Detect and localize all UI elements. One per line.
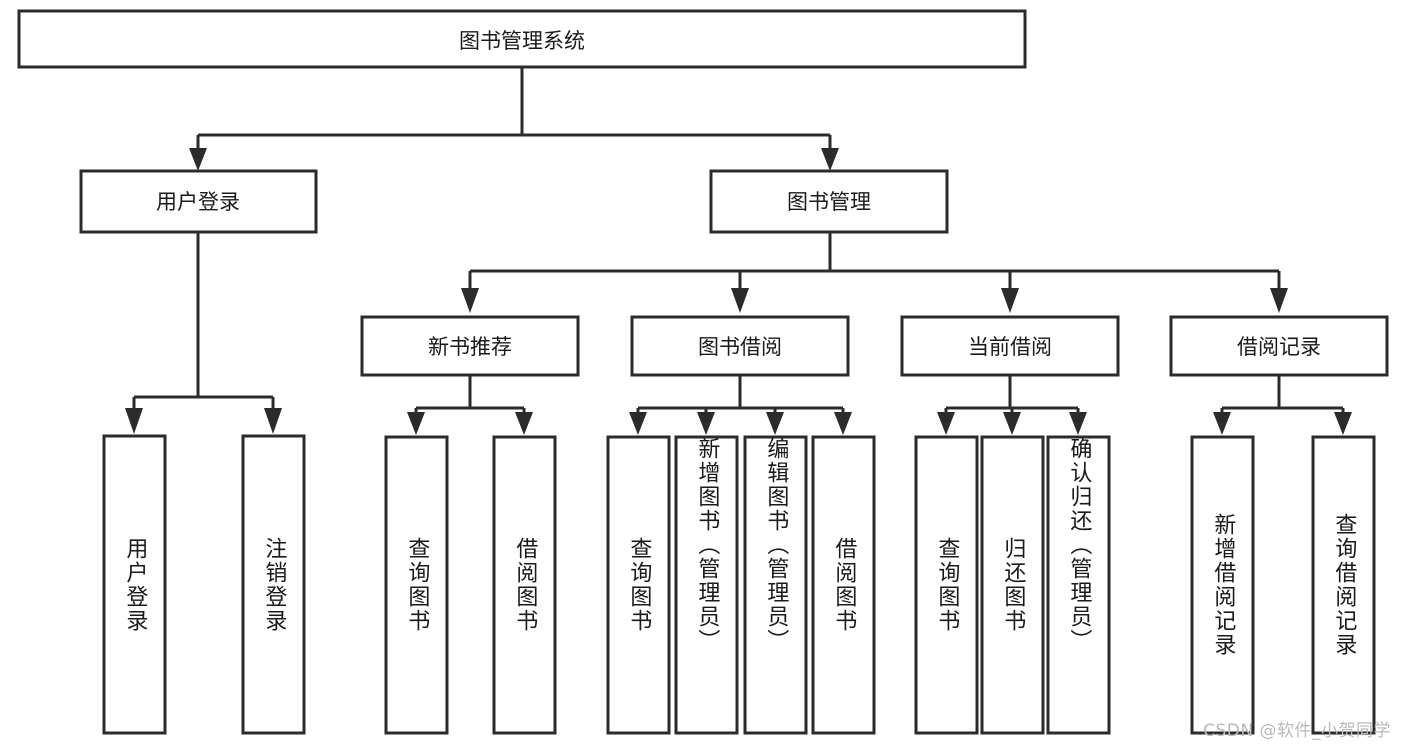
node-book-manage-box[interactable] <box>709 169 949 234</box>
node-borrow-record-box[interactable] <box>1169 315 1389 377</box>
arrowhead-borrow-record <box>1270 288 1288 313</box>
leaf-box-current-borrow-2[interactable] <box>1046 435 1111 735</box>
node-book-manage-label: 图书管理 <box>787 190 871 214</box>
node-borrow-record-label: 借阅记录 <box>1237 335 1321 359</box>
leaf-box-current-borrow-0[interactable] <box>914 435 979 735</box>
arrowhead-nb-leaf2 <box>515 412 533 435</box>
arrowhead-cb-leaf2 <box>1003 412 1021 435</box>
node-new-book-box[interactable] <box>360 315 580 377</box>
leaf-box-current-borrow-1[interactable] <box>980 435 1045 735</box>
arrowhead-bb-leaf1 <box>629 412 647 435</box>
arrowhead-new-book <box>461 288 479 313</box>
arrowhead-user-login <box>189 148 207 171</box>
leaf-box-borrow-record-1[interactable] <box>1311 435 1376 735</box>
leaf-box-user-login-1[interactable] <box>241 434 306 735</box>
arrowhead-book-manage <box>821 148 839 171</box>
leaf-box-book-borrow-2[interactable] <box>743 435 808 735</box>
arrowhead-nb-leaf1 <box>407 412 425 435</box>
arrowhead-bb-leaf2 <box>697 412 715 435</box>
node-root-label: 图书管理系统 <box>459 29 585 53</box>
arrowhead-bb-leaf3 <box>766 412 784 435</box>
arrowhead-br-leaf1 <box>1213 412 1231 435</box>
node-user-login-box[interactable] <box>79 169 318 234</box>
leaf-box-new-book-0[interactable] <box>384 435 449 735</box>
arrowhead-br-leaf2 <box>1334 412 1352 435</box>
arrowhead-leaf-logout <box>264 408 282 434</box>
leaf-box-borrow-record-0[interactable] <box>1190 435 1255 735</box>
leaf-box-book-borrow-0[interactable] <box>606 435 671 735</box>
arrowhead-leaf-user-login <box>125 408 143 434</box>
leaf-box-book-borrow-3[interactable] <box>811 435 876 735</box>
leaf-box-new-book-1[interactable] <box>492 435 557 735</box>
connectors <box>125 67 1352 435</box>
node-new-book-label: 新书推荐 <box>428 335 512 359</box>
node-current-borrow-box[interactable] <box>900 315 1120 377</box>
nodes: 图书管理系统 用户登录 图书管理 新书推荐 图书借阅 当前借阅 借阅记录 <box>17 9 1389 735</box>
node-book-borrow-box[interactable] <box>630 315 850 377</box>
node-user-login-label: 用户登录 <box>156 190 240 214</box>
leaf-box-book-borrow-1[interactable] <box>674 435 739 735</box>
arrowhead-bb-leaf4 <box>834 412 852 435</box>
arrowhead-current-borrow <box>1001 288 1019 313</box>
node-root-box[interactable] <box>17 9 1027 69</box>
arrowhead-cb-leaf3 <box>1069 412 1087 435</box>
node-current-borrow-label: 当前借阅 <box>968 335 1052 359</box>
node-book-borrow-label: 图书借阅 <box>698 335 782 359</box>
arrowhead-book-borrow <box>731 288 749 313</box>
csdn-watermark: CSDN @软件_小贺同学 <box>1203 721 1391 741</box>
leaf-box-user-login-0[interactable] <box>102 434 167 735</box>
arrowhead-cb-leaf1 <box>937 412 955 435</box>
